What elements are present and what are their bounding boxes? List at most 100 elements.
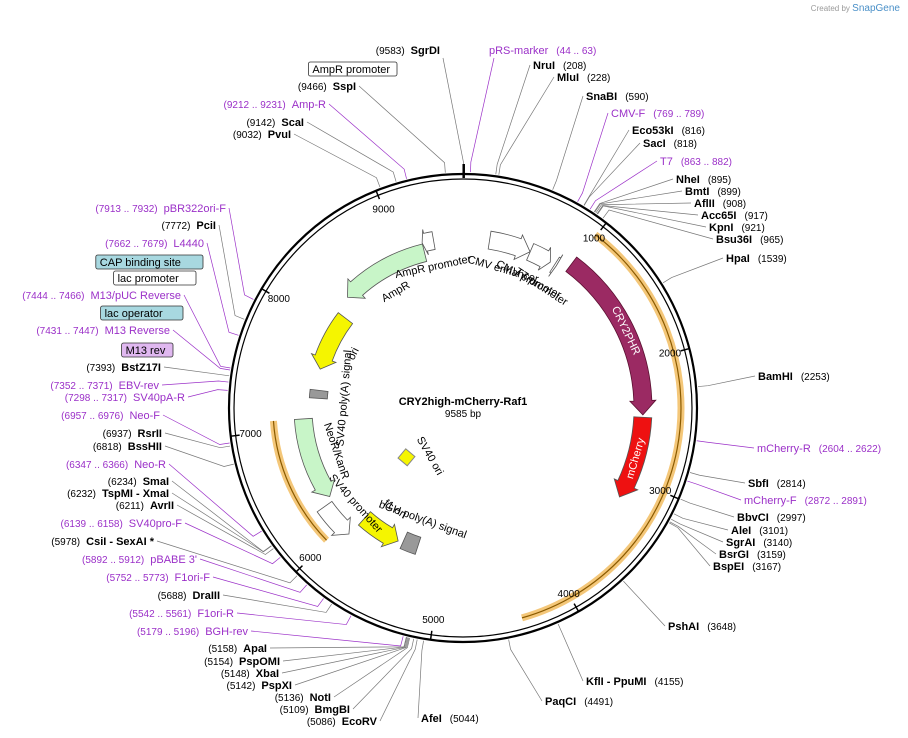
primer-prs-marker[interactable]: pRS-marker(44 .. 63) (489, 45, 596, 57)
bamhi-text: BamHI(2253) (758, 371, 830, 383)
site-pspxi[interactable]: (5142)PspXI (227, 680, 292, 692)
site-pshai[interactable]: PshAI(3648) (668, 621, 736, 633)
site-mlui[interactable]: MluI(228) (557, 72, 610, 84)
primer-t7[interactable]: T7(863 .. 882) (660, 156, 732, 168)
rsrii-text: (6937)RsrII (103, 428, 162, 440)
site-pcii[interactable]: (7772)PciI (162, 220, 216, 232)
ori-feature[interactable] (310, 312, 354, 370)
ampr-promoter-feature[interactable] (421, 229, 436, 256)
site-xbai[interactable]: (5148)XbaI (221, 668, 279, 680)
leader-m13-puc-reverse (183, 294, 231, 369)
mcherry-feature[interactable] (613, 416, 653, 498)
primer-neo-r[interactable]: (6347 .. 6366)Neo-R (66, 459, 166, 471)
site-m13-rev[interactable]: M13 rev (121, 342, 174, 358)
site-bsu36i[interactable]: Bsu36I(965) (716, 234, 783, 246)
sv40-promoter-feature[interactable] (316, 500, 351, 536)
primer-pbr322ori-f[interactable]: (7913 .. 7932)pBR322ori-F (95, 203, 226, 215)
primer-f1ori-f[interactable]: (5752 .. 5773)F1ori-F (106, 572, 210, 584)
primer-amp-r[interactable]: (9212 .. 9231)Amp-R (224, 99, 327, 111)
site-bsshii[interactable]: (6818)BssHII (93, 441, 162, 453)
site-ecorv[interactable]: (5086)EcoRV (307, 716, 378, 728)
neor-kanr-feature[interactable] (293, 417, 336, 497)
cmv-enhancer-feature[interactable] (487, 230, 531, 261)
site-sbfi[interactable]: SbfI(2814) (748, 478, 806, 490)
site-snabi[interactable]: SnaBI(590) (586, 91, 649, 103)
site-bstz17i[interactable]: (7393)BstZ17I (86, 362, 161, 374)
primer-mcherry-r[interactable]: mCherry-R(2604 .. 2622) (757, 443, 881, 455)
site-aflii[interactable]: AflII(908) (694, 198, 746, 210)
site-avrii[interactable]: (6211)AvrII (116, 500, 174, 512)
site-bbvci[interactable]: BbvCI(2997) (737, 512, 806, 524)
bbvci-text: BbvCI(2997) (737, 512, 806, 524)
primer-pbabe-3[interactable]: (5892 .. 5912)pBABE 3' (82, 554, 197, 566)
site-nrui[interactable]: NruI(208) (533, 60, 586, 72)
primer-ebv-rev[interactable]: (7352 .. 7371)EBV-rev (50, 380, 159, 392)
site-csii-sexai[interactable]: (5978)CsiI - SexAI * (51, 536, 154, 548)
lac-operator-box (100, 305, 184, 321)
primer-f1ori-r[interactable]: (5542 .. 5561)F1ori-R (129, 608, 234, 620)
site-lac-operator[interactable]: lac operator (100, 305, 184, 321)
primer-m13-puc-reverse[interactable]: (7444 .. 7466)M13/pUC Reverse (22, 290, 181, 302)
cry2phr-feature[interactable] (565, 256, 657, 416)
site-pvui[interactable]: (9032)PvuI (233, 129, 291, 141)
site-eco53ki[interactable]: Eco53kI(816) (632, 125, 705, 137)
site-lac-promoter[interactable]: lac promoter (113, 270, 197, 286)
site-noti[interactable]: (5136)NotI (275, 692, 331, 704)
site-acc65i[interactable]: Acc65I(917) (701, 210, 768, 222)
t7-promoter-feature[interactable] (548, 254, 564, 277)
site-ampr-promoter[interactable]: AmpR promoter (307, 61, 398, 77)
site-smai[interactable]: (6234)SmaI (108, 476, 169, 488)
mlui-text: MluI(228) (557, 72, 610, 84)
site-tspmi-xmai[interactable]: (6232)TspMI - XmaI (67, 488, 169, 500)
primer-sv40pro-f[interactable]: (6139 .. 6158)SV40pro-F (61, 518, 183, 530)
site-kfli-ppumi[interactable]: KflI - PpuMI(4155) (586, 676, 683, 688)
site-bsrgi[interactable]: BsrGI(3159) (719, 549, 786, 561)
leader-aflii (595, 202, 692, 214)
site-bspei[interactable]: BspEI(3167) (713, 561, 781, 573)
primer-cmv-f[interactable]: CMV-F(769 .. 789) (611, 108, 704, 120)
ampr-feature[interactable] (347, 243, 428, 299)
site-saci[interactable]: SacI(818) (643, 138, 697, 150)
primer-bgh-rev[interactable]: (5179 .. 5196)BGH-rev (137, 626, 249, 638)
tick-mark-7000 (230, 434, 240, 437)
primer-mcherry-f[interactable]: mCherry-F(2872 .. 2891) (744, 495, 867, 507)
site-afei[interactable]: AfeI(5044) (421, 713, 479, 725)
f1-ori-feature[interactable] (357, 511, 399, 548)
site-bamhi[interactable]: BamHI(2253) (758, 371, 830, 383)
tick-mark-9000 (375, 190, 381, 200)
snabi-text: SnaBI(590) (586, 91, 649, 103)
leader-snabi (552, 95, 584, 190)
leader-sspi (358, 85, 446, 173)
primer-neo-f[interactable]: (6957 .. 6976)Neo-F (61, 410, 160, 422)
site-sgrai[interactable]: SgrAI(3140) (726, 537, 792, 549)
sspi-text: (9466)SspI (298, 81, 356, 93)
primer-sv40pa-r[interactable]: (7298 .. 7317)SV40pA-R (65, 392, 185, 404)
site-sspi[interactable]: (9466)SspI (298, 81, 356, 93)
tick-mark-4000 (573, 603, 580, 612)
f1ori-r-text: (5542 .. 5561)F1ori-R (129, 608, 234, 620)
site-scai[interactable]: (9142)ScaI (246, 117, 304, 129)
site-bmti[interactable]: BmtI(899) (685, 186, 741, 198)
tick-label-6000: 6000 (299, 553, 322, 564)
site-hpai[interactable]: HpaI(1539) (726, 253, 787, 265)
site-nhei[interactable]: NheI(895) (676, 174, 731, 186)
pspomi-text: (5154)PspOMI (204, 656, 280, 668)
site-alei[interactable]: AleI(3101) (731, 525, 788, 537)
primer-m13-reverse[interactable]: (7431 .. 7447)M13 Reverse (36, 325, 170, 337)
site-pspomi[interactable]: (5154)PspOMI (204, 656, 280, 668)
site-rsrii[interactable]: (6937)RsrII (103, 428, 162, 440)
sv40-poly-a-signal-feature[interactable] (308, 388, 329, 400)
site-sgrdi[interactable]: (9583)SgrDI (376, 45, 440, 57)
leader-apai (269, 637, 407, 649)
leader-sgrdi (442, 57, 464, 173)
cmv-promoter-feature[interactable] (526, 243, 552, 271)
site-paqci[interactable]: PaqCI(4491) (545, 696, 613, 708)
primer-l4440[interactable]: (7662 .. 7679)L4440 (105, 238, 204, 250)
sv40-ori-feature[interactable] (397, 448, 416, 467)
site-draiii[interactable]: (5688)DraIII (158, 590, 220, 602)
site-cap-binding-site[interactable]: CAP binding site (95, 254, 204, 270)
bgh-poly-a-signal-feature[interactable] (399, 531, 422, 555)
site-kpni[interactable]: KpnI(921) (709, 222, 765, 234)
site-apai[interactable]: (5158)ApaI (208, 643, 267, 655)
site-bmgbi[interactable]: (5109)BmgBI (280, 704, 350, 716)
